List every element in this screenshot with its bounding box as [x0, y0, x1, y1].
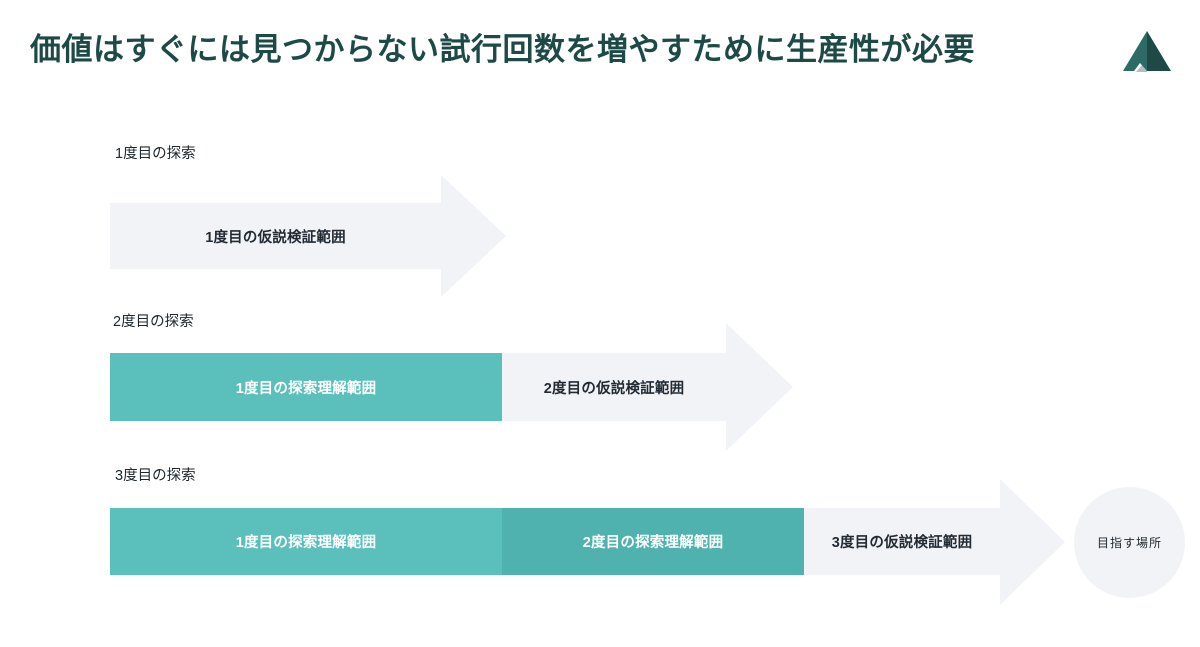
- arrow-1-segment-1: 1度目の仮説検証範囲: [110, 203, 441, 269]
- arrow-3-segment-2: 2度目の探索理解範囲: [502, 508, 804, 575]
- arrow-3-head: [1000, 478, 1065, 605]
- diagram-row-1: 1度目の探索 1度目の仮説検証範囲: [0, 95, 1200, 297]
- arrow-3-body: 1度目の探索理解範囲 2度目の探索理解範囲 3度目の仮説検証範囲: [110, 508, 1000, 575]
- goal-circle: 目指す場所: [1074, 487, 1185, 598]
- arrow-1-body: 1度目の仮説検証範囲: [110, 203, 441, 269]
- row-label-3: 3度目の探索: [115, 468, 196, 484]
- row-label-1: 1度目の探索: [115, 146, 196, 162]
- arrow-3-segment-1: 1度目の探索理解範囲: [110, 508, 502, 575]
- diagram-row-2: 2度目の探索 1度目の探索理解範囲 2度目の仮説検証範囲: [0, 265, 1200, 451]
- page-title: 価値はすぐには見つからない試行回数を増やすために生産性が必要: [30, 32, 975, 67]
- arrow-2: 1度目の探索理解範囲 2度目の仮説検証範囲: [110, 323, 793, 451]
- arrow-3-segment-3: 3度目の仮説検証範囲: [804, 508, 1000, 575]
- slide-header: 価値はすぐには見つからない試行回数を増やすために生産性が必要: [0, 0, 1200, 95]
- progression-diagram: 1度目の探索 1度目の仮説検証範囲 2度目の探索 1度目の探索理解範囲 2度目の…: [0, 95, 1200, 647]
- arrow-1-head: [441, 175, 506, 297]
- arrow-2-head: [726, 323, 793, 451]
- arrow-3: 1度目の探索理解範囲 2度目の探索理解範囲 3度目の仮説検証範囲: [110, 478, 1065, 605]
- brand-mountain-logo-icon: [1122, 29, 1172, 75]
- arrow-2-segment-2: 2度目の仮説検証範囲: [502, 353, 726, 421]
- arrow-1: 1度目の仮説検証範囲: [110, 175, 506, 297]
- arrow-2-segment-1: 1度目の探索理解範囲: [110, 353, 502, 421]
- row-label-2: 2度目の探索: [113, 314, 194, 330]
- diagram-row-3: 3度目の探索 1度目の探索理解範囲 2度目の探索理解範囲 3度目の仮説検証範囲 …: [0, 420, 1200, 647]
- arrow-2-body: 1度目の探索理解範囲 2度目の仮説検証範囲: [110, 353, 726, 421]
- goal-label: 目指す場所: [1096, 536, 1162, 550]
